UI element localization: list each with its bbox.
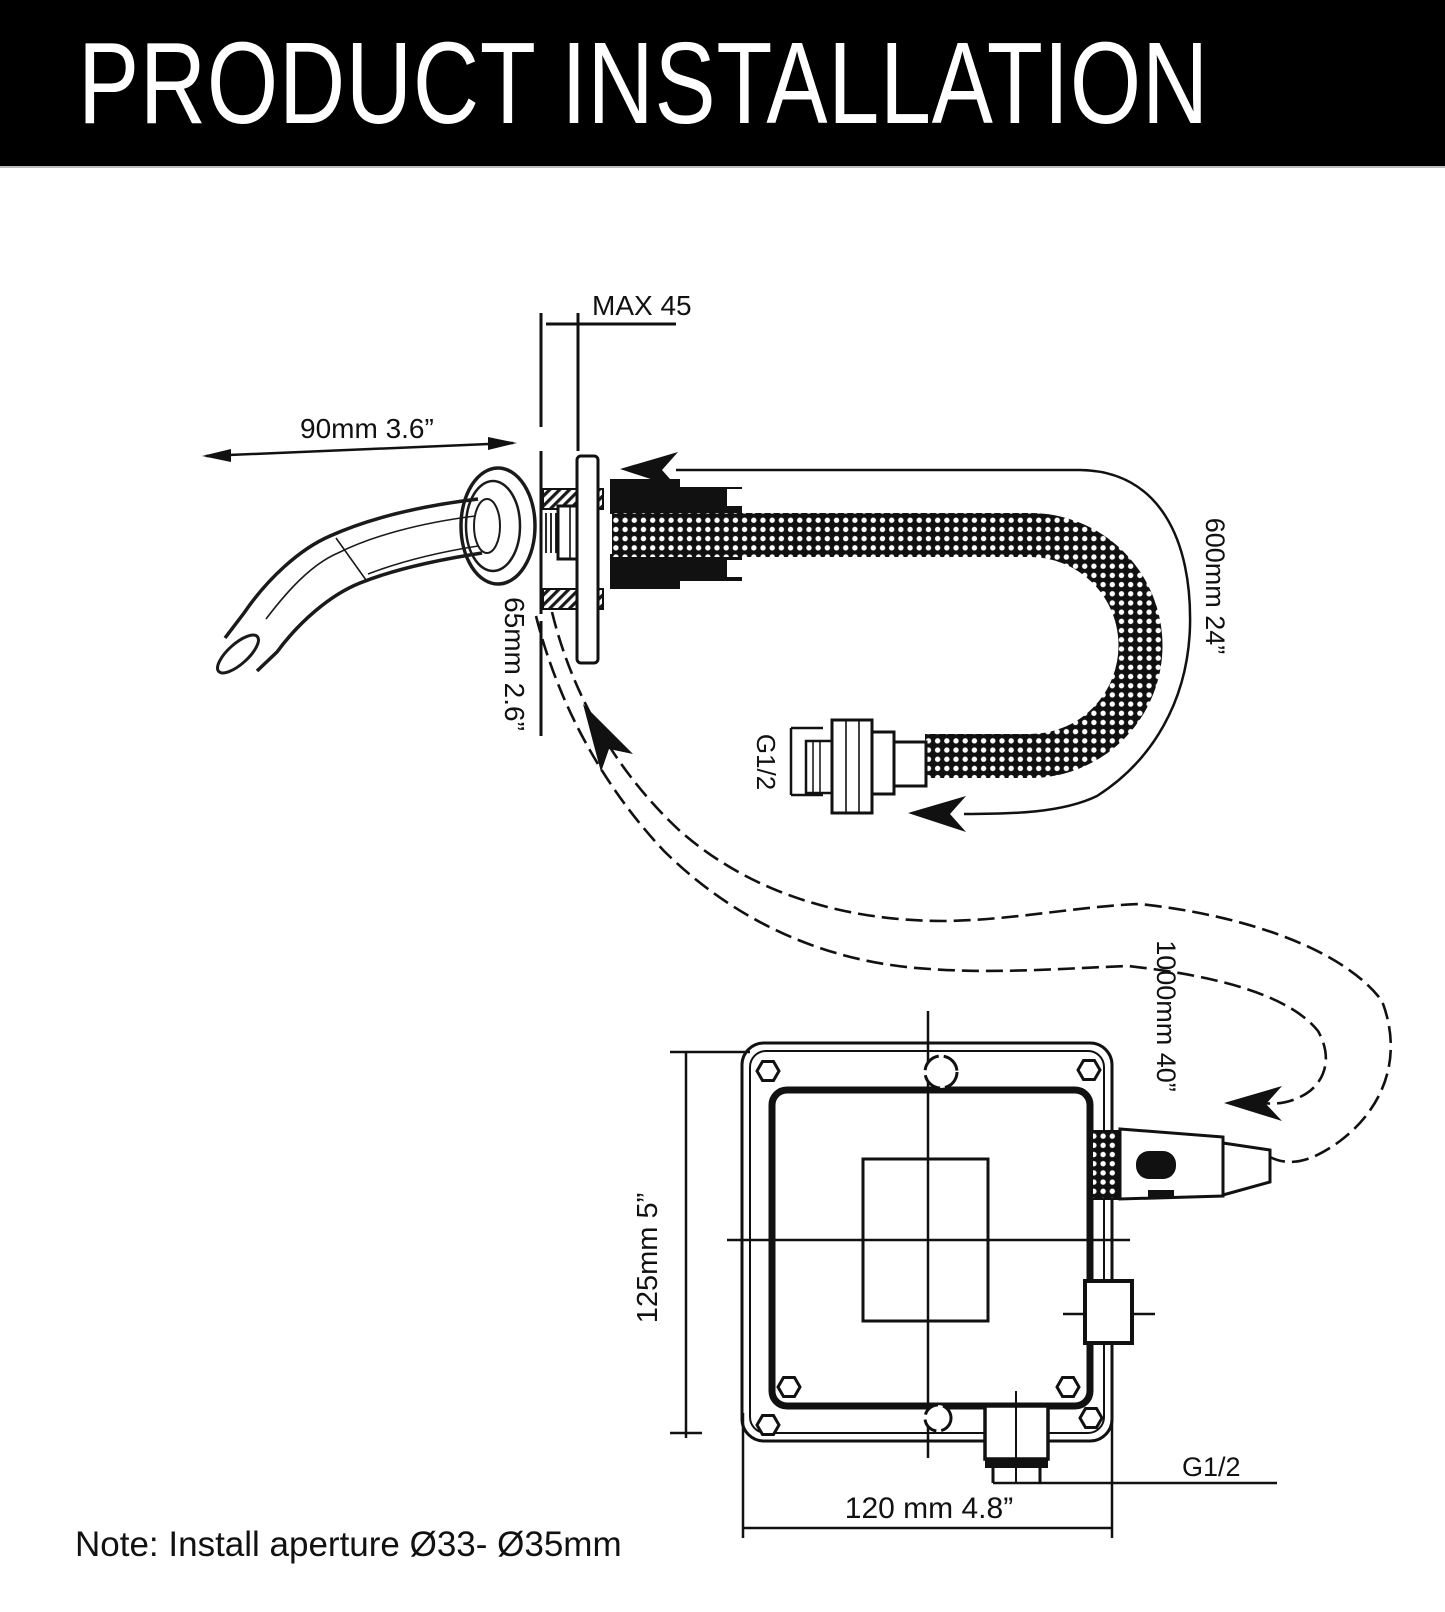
wall-lines [539, 313, 676, 736]
page-title: PRODUCT INSTALLATION [78, 18, 1209, 148]
connector-knurl [1091, 1130, 1121, 1200]
dim-90mm-label: 90mm 3.6” [300, 413, 434, 444]
arrow-cable-up [583, 704, 633, 772]
note-text: Note: Install aperture Ø33- Ø35mm [75, 1525, 622, 1564]
hose-crimp-top [610, 479, 742, 514]
hose-ferrule [870, 730, 896, 796]
dim-90mm: 90mm 3.6” [202, 413, 517, 462]
screw-blob-top [923, 1054, 959, 1090]
dim-125mm [670, 1050, 750, 1438]
hose-neck [892, 740, 928, 788]
box-screws [755, 1054, 1104, 1436]
dim-120mm-label: 120 mm 4.8” [845, 1492, 1013, 1525]
hose-nut [830, 718, 874, 815]
sensor-cable [534, 611, 1393, 1164]
control-box [727, 1011, 1130, 1458]
cable-line-outer [550, 611, 1393, 1164]
spout-tip [216, 633, 260, 675]
dim-max45-label: MAX 45 [592, 290, 692, 321]
hose-guide-arc [620, 452, 1192, 832]
connector-tick [1148, 1190, 1174, 1198]
braided-hose [612, 513, 1163, 778]
spout-bend-seam [335, 537, 367, 581]
mounting-bracket [542, 454, 742, 665]
connector-window [1136, 1151, 1176, 1179]
connector-neck [1221, 1141, 1272, 1197]
spout-seam-2 [367, 545, 479, 575]
cable-line-inner [534, 615, 1328, 1105]
dim-120mm [741, 1413, 1114, 1538]
spout-socket [473, 498, 501, 554]
arrow-cable-into-box [1224, 1086, 1282, 1121]
box-side-fitting [1063, 1279, 1155, 1345]
hose-end-fitting [804, 718, 928, 815]
arrow-left-top [620, 452, 678, 488]
spout-seam-1 [265, 515, 476, 620]
bracket-bar [575, 454, 600, 665]
dim-125mm-label: 125mm 5” [632, 1193, 664, 1324]
header-banner: PRODUCT INSTALLATION [0, 0, 1445, 168]
arrow-left-bottom [908, 796, 966, 832]
spout-lower-outline [255, 551, 483, 673]
dim-1000mm-label: 1000mm 40” [1151, 940, 1181, 1092]
dim-600mm-label: 600mm 24” [1200, 518, 1230, 655]
spout-upper-outline [223, 497, 479, 640]
dim-g12-hose-label: G1/2 [751, 734, 781, 790]
installation-diagram: MAX 45 90mm 3.6” 65mm 2.6” [75, 290, 1393, 1564]
spout [216, 466, 537, 675]
hose-crimp-bottom [610, 554, 742, 589]
escutcheon-inner [464, 479, 522, 573]
escutcheon-outer [459, 466, 537, 586]
dim-g12-outlet-label: G1/2 [1182, 1452, 1241, 1482]
box-cable-connector [1091, 1127, 1272, 1201]
dim-65mm-label: 65mm 2.6” [499, 597, 530, 731]
box-outlet-pipe [983, 1391, 1277, 1485]
screw-blob-bottom [923, 1403, 953, 1433]
dim-g12-hose [789, 726, 823, 797]
